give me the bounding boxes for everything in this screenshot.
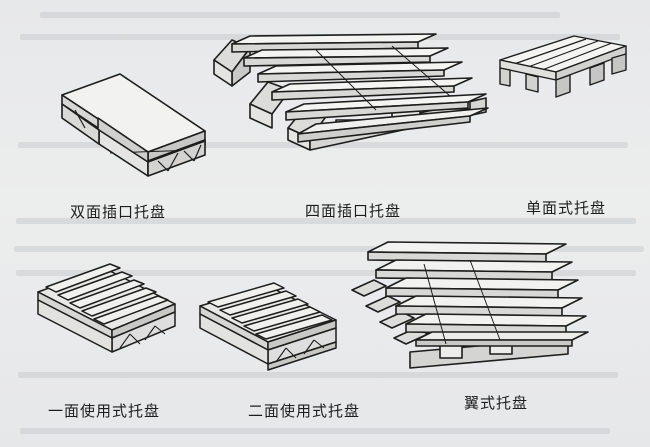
wing-pallet	[351, 241, 589, 369]
caption-wing: 翼式托盘	[464, 394, 529, 412]
single-use-pallet	[37, 263, 176, 353]
caption-single-face: 单面式托盘	[526, 199, 607, 217]
four-way-entry-pallet	[213, 33, 489, 151]
double-use-pallet	[199, 282, 337, 371]
caption-single-use: 一面使用式托盘	[48, 402, 161, 420]
double-face-entry-pallet	[61, 73, 206, 177]
caption-four-way-entry: 四面插口托盘	[305, 202, 402, 220]
single-face-pallet	[499, 35, 627, 98]
caption-double-face-entry: 双面插口托盘	[70, 203, 167, 221]
caption-double-use: 二面使用式托盘	[248, 402, 361, 420]
